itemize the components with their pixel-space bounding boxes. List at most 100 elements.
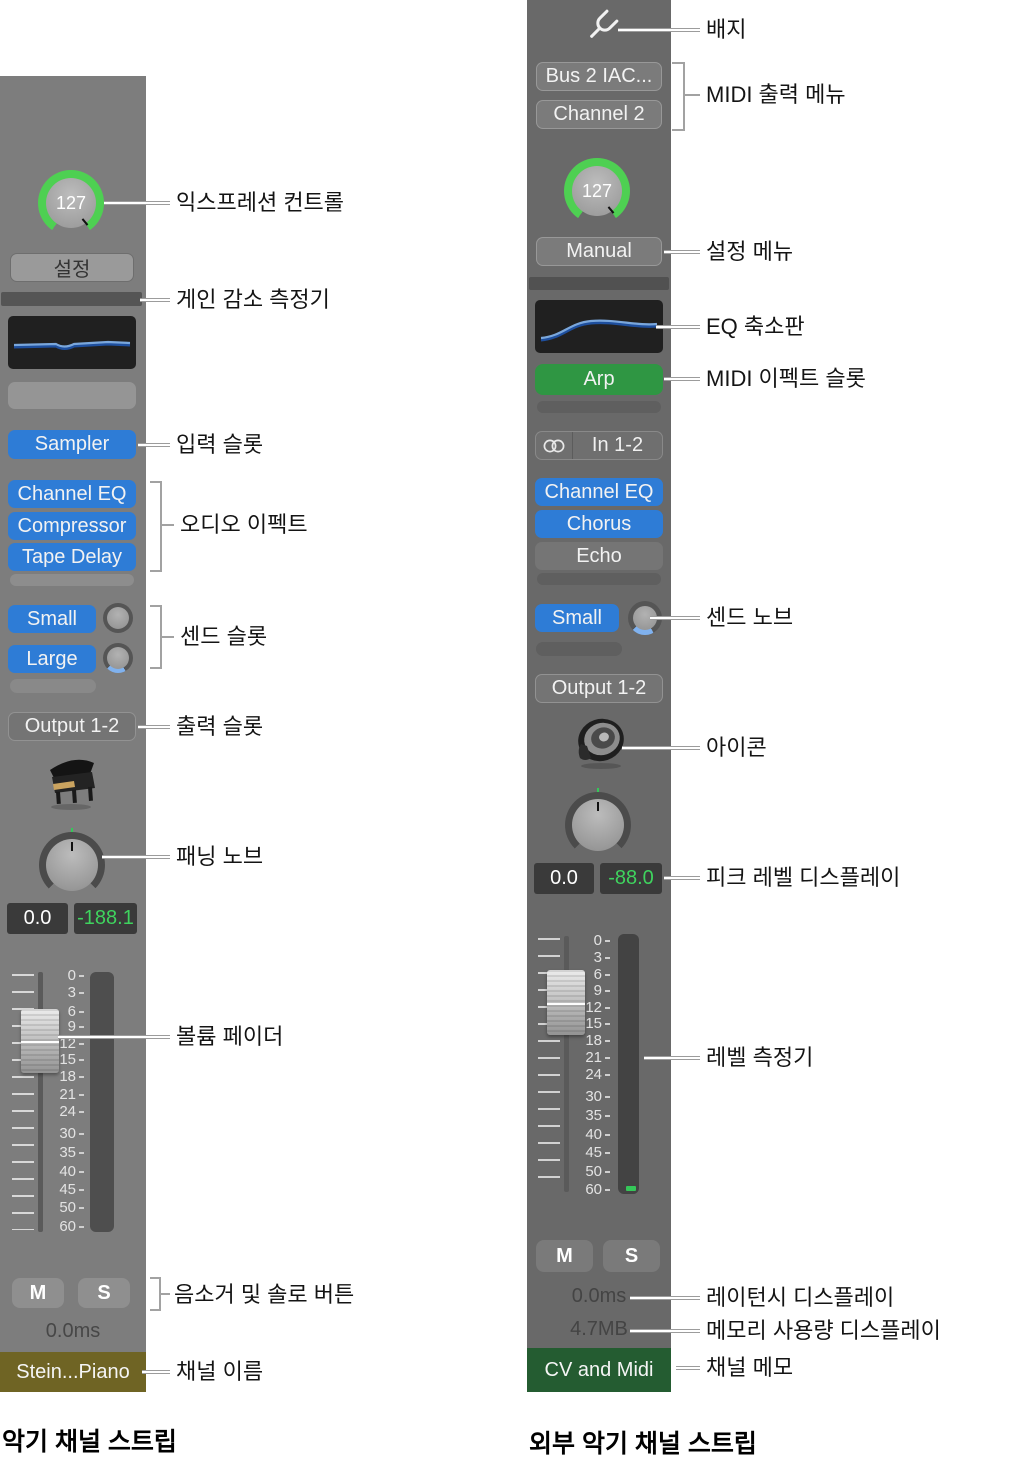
settings-button[interactable]: 설정 <box>10 253 134 282</box>
input-slot-row[interactable]: In 1-2 <box>535 431 663 460</box>
volume-fader-cap[interactable] <box>21 1009 59 1073</box>
output-slot-label: Output 1-2 <box>24 715 120 737</box>
level-meter <box>90 972 114 1232</box>
peak-display[interactable]: -188.1 <box>74 903 137 934</box>
audio-effect-slot-1[interactable]: Channel EQ <box>535 478 663 506</box>
input-slot-label: Sampler <box>34 433 110 455</box>
callout-midi-out-menu: MIDI 출력 메뉴 <box>706 82 846 107</box>
mute-button[interactable]: M <box>12 1278 64 1308</box>
callout-line <box>656 325 700 329</box>
fader-track[interactable] <box>564 936 569 1192</box>
send-slot-1[interactable]: Small <box>535 604 619 632</box>
speaker-icon[interactable] <box>567 710 631 774</box>
latency-display: 0.0ms <box>45 1320 101 1342</box>
fader-track[interactable] <box>38 972 43 1232</box>
callout-channel-memo: 채널 메모 <box>706 1355 794 1380</box>
midi-out-channel-menu[interactable]: Channel 2 <box>536 100 662 129</box>
audio-effect-label: Channel EQ <box>544 480 654 503</box>
channel-memo-bar[interactable]: CV and Midi <box>527 1348 671 1392</box>
send-knob-core <box>107 607 129 629</box>
stereo-format-icon[interactable] <box>536 432 573 459</box>
audio-effect-label: Chorus <box>566 512 632 535</box>
callout-memory-display: 메모리 사용량 디스플레이 <box>706 1318 941 1343</box>
output-slot-label: Output 1-2 <box>551 677 647 699</box>
expression-knob[interactable]: 127 <box>564 158 630 224</box>
instrument-channel-strip: 127 설정 Sampler Channel EQ Compressor Tap… <box>0 76 146 1392</box>
volume-fader-cap[interactable] <box>547 970 585 1035</box>
callout-output-slot: 출력 슬롯 <box>176 714 264 739</box>
midi-out-device-label: Bus 2 IAC... <box>545 65 653 87</box>
expression-knob[interactable]: 127 <box>38 170 104 236</box>
empty-slot[interactable] <box>8 382 136 409</box>
output-slot[interactable]: Output 1-2 <box>535 674 663 703</box>
audio-effect-slot-3[interactable]: Echo <box>535 542 663 570</box>
settings-button-label: 설정 <box>53 259 91 281</box>
volume-display[interactable]: 0.0 <box>534 863 594 894</box>
callout-settings-menu: 설정 메뉴 <box>706 239 794 264</box>
settings-menu-button[interactable]: Manual <box>536 237 662 266</box>
callout-latency-display: 레이턴시 디스플레이 <box>706 1285 895 1310</box>
eq-thumbnail[interactable] <box>8 316 136 369</box>
peak-level-display[interactable]: -88.0 <box>600 863 662 894</box>
audio-effect-slot-1[interactable]: Channel EQ <box>8 480 136 508</box>
callout-icon: 아이콘 <box>706 735 767 760</box>
pan-knob-pointer <box>71 842 73 851</box>
send-slot-1[interactable]: Small <box>8 605 96 633</box>
gain-reduction-meter <box>529 277 669 290</box>
pan-knob-pointer <box>597 802 599 811</box>
solo-label: S <box>97 1281 111 1304</box>
callout-line <box>630 1329 700 1333</box>
peak-value: -88.0 <box>608 867 654 889</box>
eq-thumbnail[interactable] <box>535 300 663 353</box>
output-slot[interactable]: Output 1-2 <box>8 712 136 741</box>
send-knob-core <box>107 647 129 669</box>
send-knob-1[interactable] <box>103 603 133 633</box>
audio-effect-slot-3[interactable]: Tape Delay <box>8 543 136 571</box>
solo-button[interactable]: S <box>603 1240 660 1272</box>
callout-panning-knob: 패닝 노브 <box>176 844 264 869</box>
callout-line <box>650 616 700 620</box>
audio-effect-slot-2[interactable]: Chorus <box>535 510 663 538</box>
callout-line <box>630 1296 700 1300</box>
audio-effect-slot-2[interactable]: Compressor <box>8 512 136 540</box>
pan-knob[interactable] <box>39 828 105 898</box>
callout-input-slot: 입력 슬롯 <box>176 432 264 457</box>
empty-effect-slot[interactable] <box>537 573 661 585</box>
callout-line <box>644 1056 700 1060</box>
peak-value: -188.1 <box>77 907 134 929</box>
callout-stub <box>161 636 174 638</box>
channel-name-bar[interactable]: Stein...Piano <box>0 1352 146 1392</box>
piano-icon[interactable] <box>40 750 102 812</box>
volume-value: 0.0 <box>23 907 52 929</box>
callout-line <box>138 443 170 447</box>
callout-midi-effect-slot: MIDI 이펙트 슬롯 <box>706 366 866 391</box>
callout-expression-control: 익스프레션 컨트롤 <box>176 190 345 215</box>
midi-effect-slot[interactable]: Arp <box>535 364 663 395</box>
eq-curve <box>13 340 131 350</box>
callout-send-knob: 센드 노브 <box>706 605 794 630</box>
volume-display[interactable]: 0.0 <box>7 903 68 934</box>
mute-button[interactable]: M <box>536 1240 593 1272</box>
send-slot-2[interactable]: Large <box>8 645 96 673</box>
midi-out-device-menu[interactable]: Bus 2 IAC... <box>536 62 662 91</box>
callout-badge: 배지 <box>706 17 747 42</box>
volume-value: 0.0 <box>550 867 578 889</box>
empty-send-slot[interactable] <box>536 642 622 656</box>
solo-button[interactable]: S <box>78 1278 130 1308</box>
level-meter-signal <box>626 1186 636 1191</box>
empty-midi-effect-slot[interactable] <box>537 401 661 413</box>
input-slot[interactable]: Sampler <box>8 430 136 459</box>
channel-memo-text: CV and Midi <box>544 1358 654 1381</box>
callout-send-slots: 센드 슬롯 <box>180 624 268 649</box>
latency-display: 0.0ms <box>571 1285 627 1307</box>
callout-line <box>102 855 170 859</box>
send-knob-2[interactable] <box>103 643 133 673</box>
callout-peak-level-display: 피크 레벨 디스플레이 <box>706 865 901 890</box>
input-slot-label[interactable]: In 1-2 <box>591 434 644 456</box>
channel-name-text: Stein...Piano <box>16 1360 130 1383</box>
empty-effect-slot[interactable] <box>10 574 134 586</box>
pan-knob[interactable] <box>565 788 631 858</box>
empty-send-slot[interactable] <box>10 679 96 693</box>
callout-stub <box>160 1293 170 1295</box>
